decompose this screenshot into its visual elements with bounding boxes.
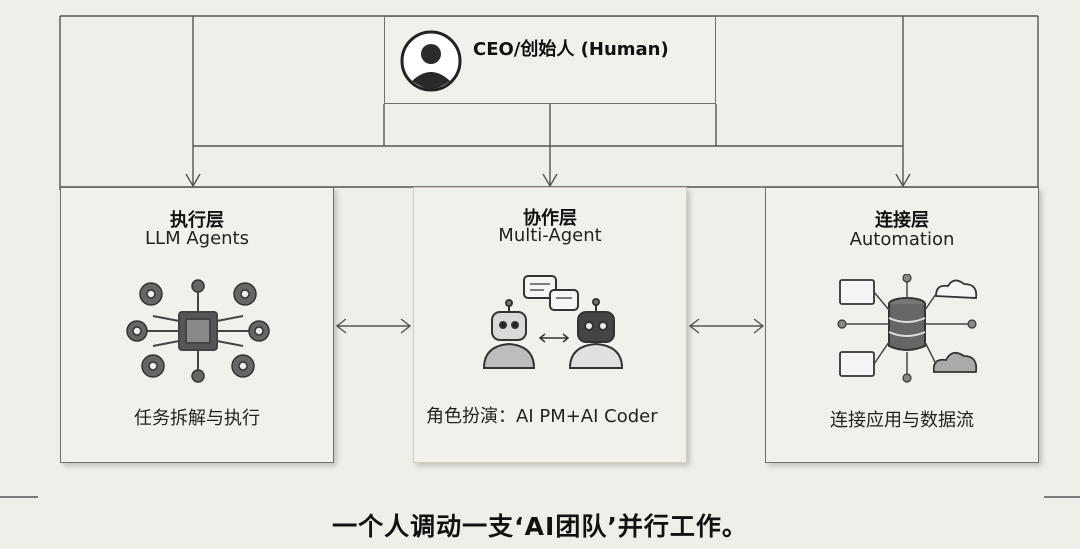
collaboration-layer-box: 协作层 Multi-Agent xyxy=(413,187,687,463)
robots-chat-icon xyxy=(482,275,624,369)
person-avatar-icon xyxy=(400,30,462,92)
execution-layer-box: 执行层 LLM Agents 任务拆解与执行 xyxy=(60,187,334,463)
ceo-label: CEO/创始人 (Human) xyxy=(473,39,669,60)
database-cloud-icon xyxy=(837,274,978,383)
layer-subtitle: Automation xyxy=(849,229,955,250)
layer-description: 连接应用与数据流 xyxy=(830,410,974,431)
layer-title: 执行层 xyxy=(170,210,224,231)
layer-description: 角色扮演：AI PM+AI Coder xyxy=(426,406,658,427)
layer-title: 协作层 xyxy=(523,208,577,229)
caption: 一个人调动一支‘AI团队’并行工作。 xyxy=(332,512,748,541)
layer-subtitle: Multi-Agent xyxy=(498,225,602,246)
connection-layer-box: 连接层 Automation xyxy=(765,187,1039,463)
layer-title: 连接层 xyxy=(875,210,929,231)
layer-description: 任务拆解与执行 xyxy=(134,408,260,429)
layer-subtitle: LLM Agents xyxy=(145,228,249,249)
ceo-box: CEO/创始人 (Human) xyxy=(384,16,716,104)
gear-chip-icon xyxy=(126,279,270,383)
